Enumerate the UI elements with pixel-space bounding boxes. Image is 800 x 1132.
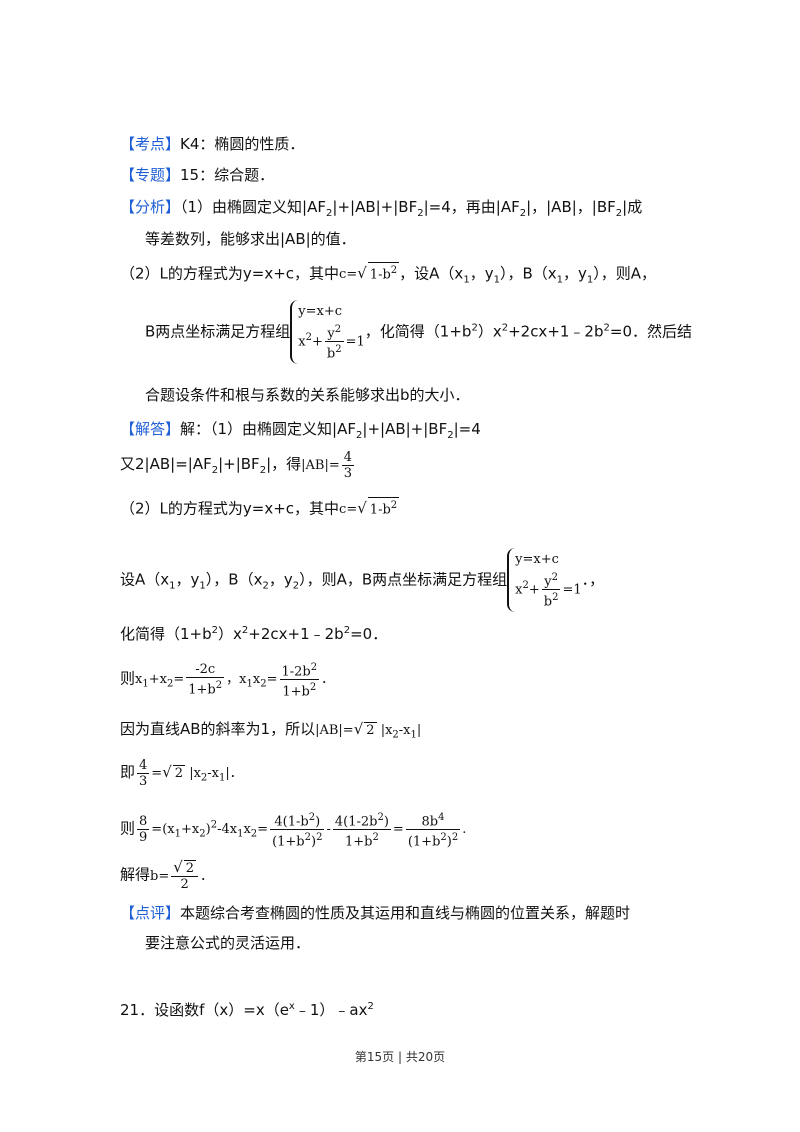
jieda-line-3: （2）L的方程式为y=x+c，其中c=√1-b2 [120, 497, 400, 521]
dianping-line-2: 要注意公式的灵活运用． [145, 934, 311, 952]
c-formula: c=√1-b2 [339, 262, 400, 282]
jieda-line-7: 因为直线AB的斜率为1，所以|AB|=√2 |x2-x1| [120, 720, 422, 741]
subscript: 2 [615, 208, 623, 219]
zhuanti-tag: 【专题】 [120, 166, 181, 184]
fenxi-text: |，|AB|，|BF [526, 198, 616, 216]
subscript: 2 [326, 208, 333, 219]
dianping-tag: 【点评】 [120, 904, 181, 922]
kaodian-tag: 【考点】 [120, 135, 181, 153]
fenxi-text: ，化简得（1+b [364, 322, 472, 341]
fenxi-text: B两点坐标满足方程组 [145, 322, 291, 341]
kaodian-line: 【考点】K4：椭圆的性质． [120, 133, 304, 155]
fenxi-text: ，设A（x [399, 264, 464, 283]
fenxi-line-3: （2）L的方程式为y=x+c，其中c=√1-b2，设A（x1，y1），B（x1，… [120, 262, 656, 291]
subscript: 2 [417, 208, 424, 219]
jieda-line-1: 【解答】解：（1）由椭圆定义知|AF2|+|AB|+|BF2|=4 [120, 420, 481, 441]
question-21: 21．设函数f（x）=x（ex﹣1）﹣ax2 [120, 1001, 374, 1019]
kaodian-text: K4：椭圆的性质． [180, 135, 305, 153]
fenxi-text: |=4，再由|AF [423, 198, 520, 216]
fenxi-text: （2）L的方程式为y=x+c，其中 [120, 264, 340, 283]
zhuanti-line: 【专题】15：综合题． [120, 164, 274, 186]
fenxi-tag: 【分析】 [120, 198, 181, 216]
fenxi-text: |成 [622, 198, 643, 216]
dianping-line-1: 【点评】本题综合考查椭圆的性质及其运用和直线与椭圆的位置关系，解题时 [120, 904, 631, 922]
page-footer: 第15页 | 共20页 [354, 1050, 446, 1064]
fenxi-line-2: 等差数列，能够求出|AB|的值． [145, 230, 356, 248]
fenxi-text: |+|AB|+|BF [332, 198, 418, 216]
fenxi-line-1: 【分析】（1）由椭圆定义知|AF2|+|AB|+|BF2|=4，再由|AF2|，… [120, 196, 642, 225]
jieda-line-5: 化简得（1+b2）x2+2cx+1﹣2b2=0． [120, 625, 388, 643]
zhuanti-text: 15：综合题． [180, 166, 275, 184]
fenxi-text: （1）由椭圆定义知|AF [180, 198, 327, 216]
subscript: 2 [519, 208, 527, 219]
fenxi-line-5: 合题设条件和根与系数的关系能够求出b的大小． [145, 386, 470, 404]
jieda-tag: 【解答】 [120, 420, 181, 438]
